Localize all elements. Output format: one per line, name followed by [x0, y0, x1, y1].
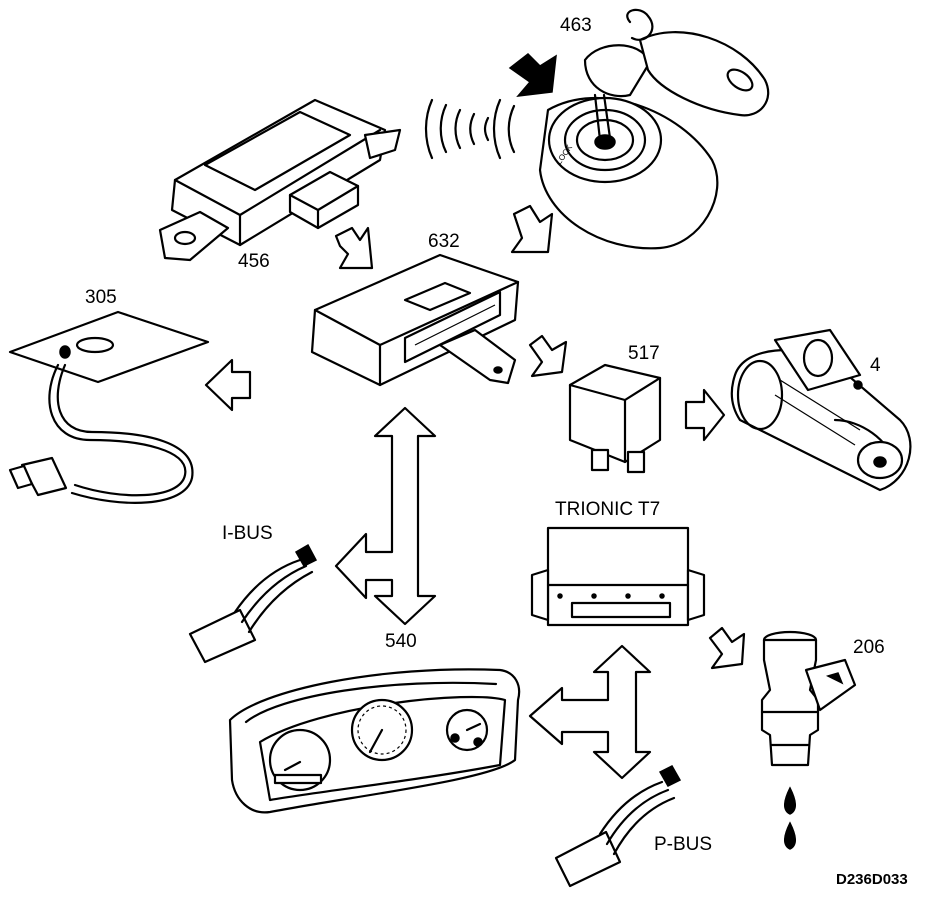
- starter-motor-label: 4: [870, 355, 881, 376]
- twice-control-module: [310, 253, 520, 387]
- instrument-cluster-label: 540: [385, 631, 417, 652]
- flow-arrow-icon: [708, 626, 746, 670]
- pbus-connector: [554, 765, 682, 888]
- bus-arrow-icon: [334, 406, 437, 626]
- starter-motor: [730, 328, 912, 492]
- flow-arrow-icon: [334, 226, 374, 270]
- flow-arrow-icon: [204, 358, 252, 412]
- trionic-t7-ecu: [530, 526, 706, 627]
- ibus-connector: [188, 543, 318, 664]
- starter-relay-label: 517: [628, 343, 660, 364]
- immobiliser-unit: [158, 98, 402, 262]
- antenna-plate-label: 305: [85, 287, 117, 308]
- twice-module-label: 632: [428, 231, 460, 252]
- instrument-cluster: [228, 668, 521, 814]
- radio-waves-icon: [424, 98, 516, 160]
- injector-label: 206: [853, 637, 885, 658]
- flow-arrow-icon: [684, 388, 726, 442]
- immobiliser-unit-label: 456: [238, 251, 270, 272]
- flow-arrow-icon: [510, 204, 554, 254]
- starter-relay: [568, 363, 662, 474]
- ibus-label: I-BUS: [222, 523, 273, 544]
- bus-arrow-icon: [528, 644, 652, 780]
- pbus-label: P-BUS: [654, 834, 713, 855]
- ignition-switch-with-key: LOCK: [538, 8, 770, 250]
- key-ignition-label: 463: [560, 15, 592, 36]
- trionic-t7-label: TRIONIC T7: [555, 499, 661, 520]
- black-arrow-icon: [508, 53, 557, 97]
- antenna-plate: [8, 310, 210, 504]
- flow-arrow-icon: [528, 334, 568, 378]
- figure-code-label: D236D033: [836, 871, 908, 888]
- fuel-injector: [760, 630, 857, 850]
